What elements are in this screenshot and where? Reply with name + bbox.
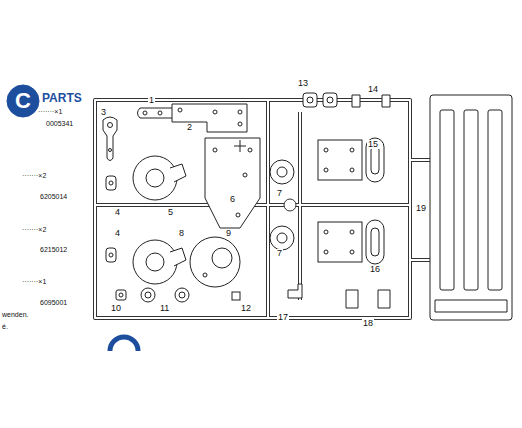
- callout-number: 9: [225, 229, 232, 238]
- parts: [103, 93, 512, 320]
- callout-number: 11: [159, 304, 170, 313]
- parts-heading: PARTS: [42, 92, 82, 104]
- section-letter: C: [15, 90, 31, 112]
- callout-number: 15: [367, 140, 379, 149]
- callout-number: 17: [277, 313, 289, 322]
- callout-number: 4: [114, 229, 121, 238]
- callout-number: 7: [276, 249, 283, 258]
- callout-number: 19: [415, 204, 427, 213]
- cut-off-note: wenden.: [2, 311, 28, 318]
- callout-number: 10: [110, 304, 122, 313]
- part-code: 6205014: [40, 193, 67, 200]
- part-code: 0005341: [46, 120, 73, 127]
- callout-number: 7: [276, 189, 283, 198]
- callout-number: 12: [240, 304, 252, 313]
- callout-number: 14: [367, 85, 379, 94]
- section-badge: C: [6, 84, 40, 118]
- runner: [95, 100, 430, 318]
- part-code: 6095001: [40, 299, 67, 306]
- callout-number: 6: [229, 195, 236, 204]
- callout-number: 5: [167, 208, 174, 217]
- quantity-note: ·······×1: [22, 278, 46, 285]
- callout-number: 1: [148, 96, 155, 105]
- callout-number: 13: [297, 79, 309, 88]
- callout-number: 3: [100, 108, 107, 117]
- callout-number: 16: [369, 265, 381, 274]
- callout-number: 2: [186, 123, 193, 132]
- callout-number: 4: [114, 208, 121, 217]
- cut-off-note: é.: [2, 323, 8, 330]
- section-marker: [110, 337, 138, 351]
- part-code: 6215012: [40, 246, 67, 253]
- quantity-note: ·······×2: [22, 226, 46, 233]
- callout-number: 18: [362, 319, 374, 328]
- quantity-note: ·······×2: [22, 172, 46, 179]
- callout-number: 8: [178, 229, 185, 238]
- quantity-note: ·······×1: [38, 108, 62, 115]
